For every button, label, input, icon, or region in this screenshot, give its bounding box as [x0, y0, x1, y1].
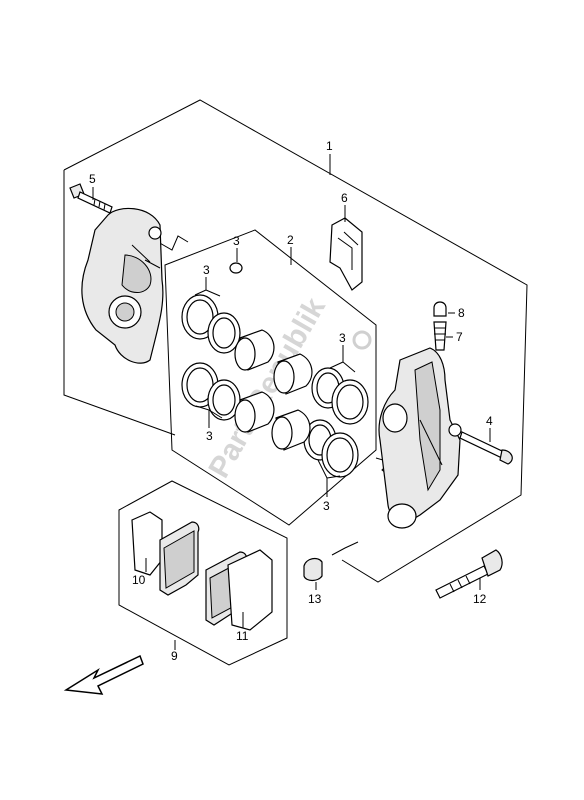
callout-3-top-left: 3 — [203, 263, 210, 277]
hidden-line-left — [157, 235, 189, 251]
callout-9: 9 — [171, 649, 178, 663]
brake-pad-part-10 — [131, 511, 200, 596]
callout-3-top-right: 3 — [339, 331, 346, 345]
callout-11: 11 — [236, 629, 249, 643]
pad-spring-part-6 — [329, 217, 363, 291]
seal-kit-outline — [164, 229, 377, 526]
callout-3-bottom-right: 3 — [323, 499, 330, 513]
watermark-gear-icon — [352, 330, 372, 350]
caliper-assembly-outline — [63, 99, 528, 583]
bleeder-cap-part-8 — [433, 301, 447, 317]
callout-8: 8 — [458, 306, 465, 320]
caliper-half-right — [378, 347, 462, 529]
bolt-part-5 — [69, 183, 113, 214]
pad-set-outline — [118, 480, 288, 666]
washer-part-3 — [229, 262, 243, 274]
leader-lines — [92, 154, 491, 650]
callout-3-washer: 3 — [233, 234, 240, 248]
callout-6: 6 — [341, 191, 348, 205]
callout-3-bottom-left: 3 — [206, 429, 213, 443]
callout-10: 10 — [132, 573, 146, 587]
seal-rings-top — [181, 294, 369, 425]
callout-4: 4 — [486, 414, 493, 428]
pin-part-4 — [459, 431, 513, 465]
pistons — [234, 329, 313, 451]
callout-2: 2 — [287, 233, 294, 247]
callout-12: 12 — [473, 592, 487, 606]
bolt-part-12 — [435, 549, 503, 599]
brake-pad-part-11 — [205, 549, 273, 631]
callout-5: 5 — [89, 172, 96, 186]
collar-part-13 — [303, 557, 323, 582]
bleeder-valve-part-7 — [433, 321, 447, 351]
front-arrow-icon — [63, 654, 144, 695]
callout-13: 13 — [308, 592, 322, 606]
callout-1: 1 — [326, 139, 333, 153]
hidden-line-lower — [331, 541, 359, 556]
caliper-half-left — [81, 207, 164, 364]
callout-7: 7 — [456, 330, 463, 344]
